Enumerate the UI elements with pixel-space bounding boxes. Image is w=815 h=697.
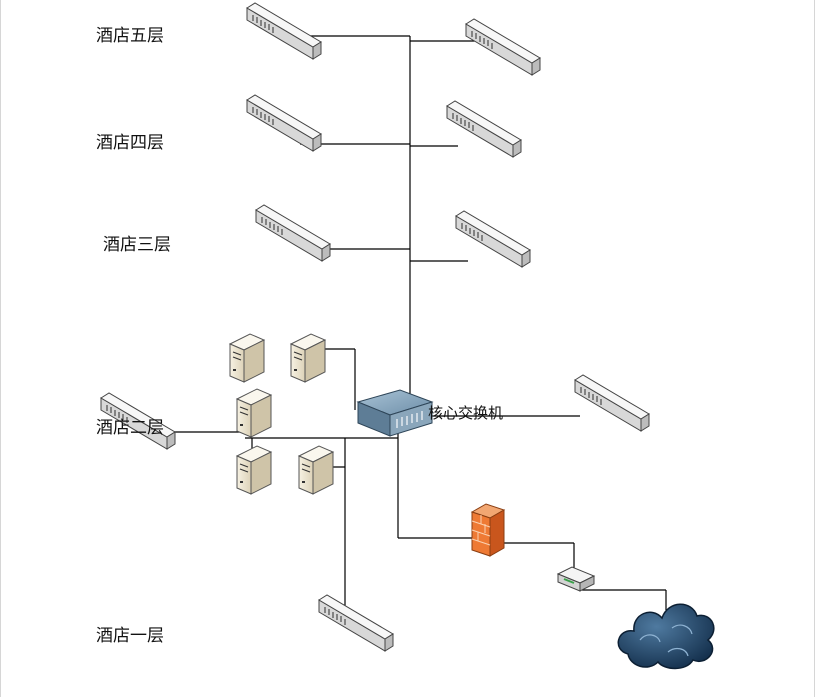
core-switch-label: 核心交换机 (428, 404, 504, 422)
core-side-switch-icon (574, 374, 650, 432)
server-2-icon (290, 333, 326, 383)
server-1-icon (229, 333, 265, 383)
internet-cloud-icon (617, 603, 715, 670)
floor5-right-switch-icon (465, 18, 541, 76)
floor4-left-switch-icon (246, 94, 322, 152)
server-4-icon (236, 445, 272, 495)
server-5-icon (298, 445, 334, 495)
floor3-label: 酒店三层 (103, 235, 171, 255)
floor3-right-switch-icon (455, 210, 531, 268)
floor1-label: 酒店一层 (96, 626, 164, 646)
floor4-right-switch-icon (446, 100, 522, 158)
firewall-icon (470, 503, 506, 557)
connection-lines (160, 35, 667, 610)
frame-left-edge (0, 0, 1, 697)
floor1-switch-icon (318, 594, 394, 652)
router-icon (556, 566, 596, 592)
floor4-label: 酒店四层 (96, 133, 164, 153)
floor2-label: 酒店二层 (96, 418, 164, 438)
floor5-label: 酒店五层 (96, 26, 164, 46)
floor5-left-switch-icon (246, 2, 322, 60)
core-switch-icon (356, 389, 434, 437)
server-3-icon (236, 388, 272, 438)
floor3-left-switch-icon (255, 204, 331, 262)
